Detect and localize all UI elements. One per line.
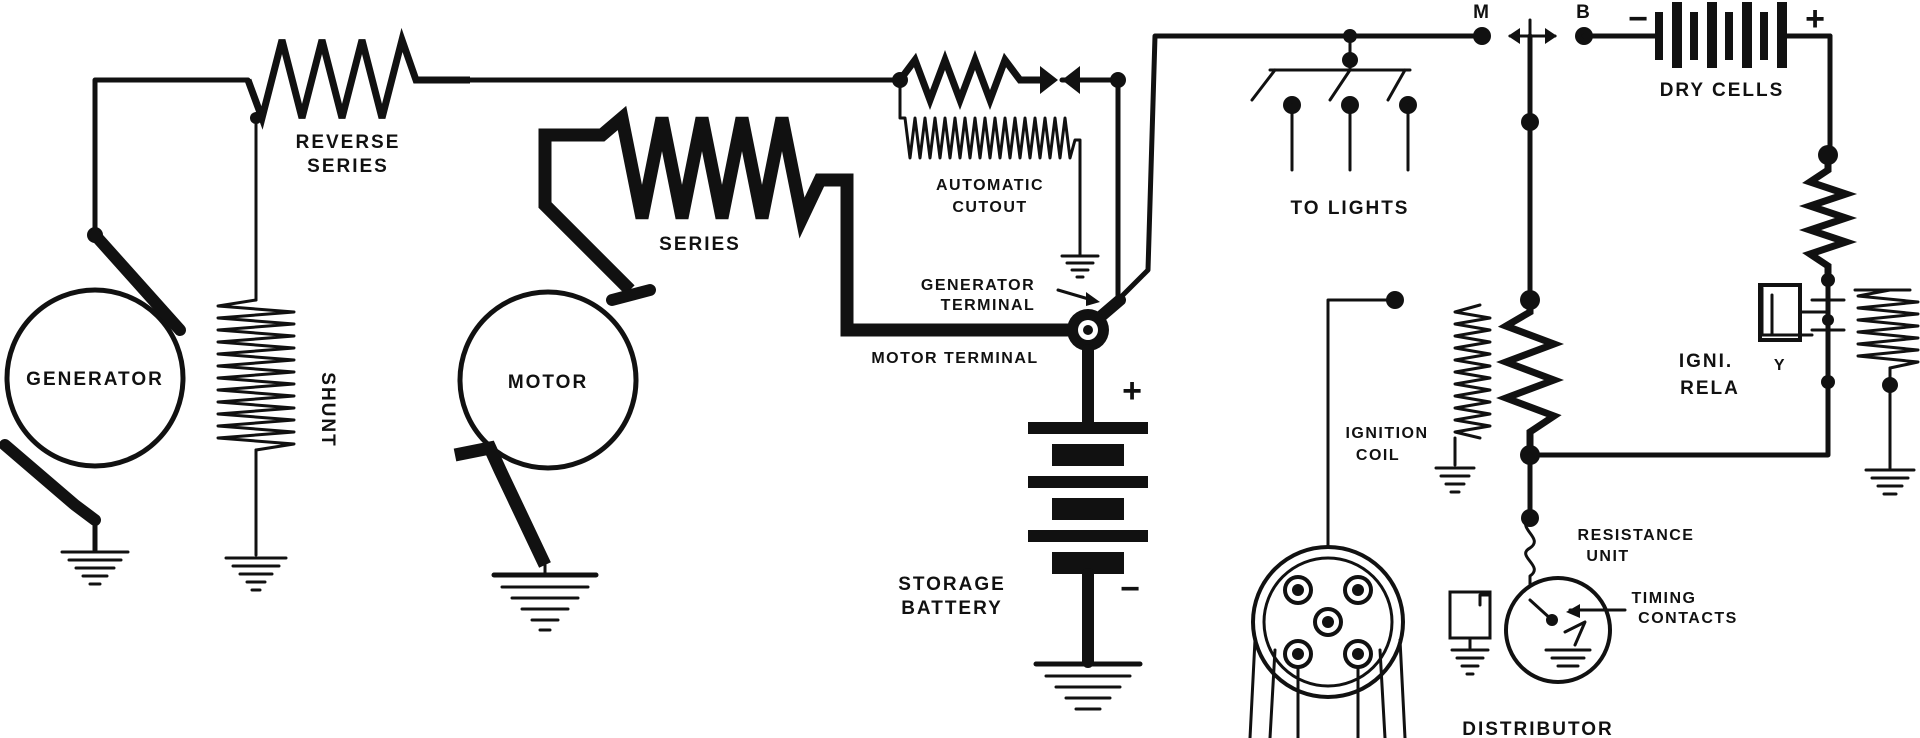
shunt-coil [216, 298, 296, 452]
generator-ground [60, 550, 130, 586]
reverse-label: REVERSE [296, 132, 401, 153]
resistance-label: RESISTANCE [1578, 527, 1695, 544]
relay-ground [1864, 468, 1916, 496]
battery-ground [1033, 661, 1143, 711]
timing-ground [1544, 648, 1592, 668]
condenser-ground [1450, 648, 1490, 676]
timing-circle [1504, 576, 1612, 684]
unit-label: UNIT [1586, 548, 1629, 565]
generator-terminal-label-1: GENERATOR [921, 277, 1035, 294]
ignition-relay: IGNI. RELA Y [1537, 145, 1920, 496]
lights-switch: TO LIGHTS [1250, 29, 1417, 219]
automatic-label: AUTOMATIC [936, 177, 1044, 194]
generator-terminal-label-2: TERMINAL [941, 297, 1036, 314]
shunt-ground [224, 556, 288, 592]
ignition-coil: IGNITION COIL [1326, 33, 1564, 627]
ignition-label: IGNITION [1345, 425, 1428, 442]
ignition-switch: M B [1473, 2, 1593, 122]
dry-cells-label: DRY CELLS [1660, 80, 1785, 101]
motor-label: MOTOR [508, 372, 588, 393]
igni-label: IGNI. [1679, 351, 1733, 372]
cutout-ground [1060, 254, 1100, 279]
generator-circuit: GENERATOR REVERSE SERIES SHUNT [0, 27, 903, 592]
motor-ground [491, 572, 599, 632]
cutout-label: CUTOUT [952, 199, 1027, 216]
battery-plus: + [1122, 372, 1142, 410]
distributor-label: DISTRIBUTOR [1462, 719, 1613, 738]
coil-label: COIL [1356, 447, 1400, 464]
dry-cells: − + DRY CELLS [1581, 0, 1833, 158]
shunt-label: SHUNT [317, 372, 338, 447]
timing-label: TIMING [1632, 590, 1697, 607]
to-lights-label: TO LIGHTS [1291, 198, 1410, 219]
terminals: GENERATOR TERMINAL MOTOR TERMINAL [871, 33, 1485, 367]
ignition-coil-ground [1434, 466, 1476, 494]
generator-label: GENERATOR [26, 369, 164, 390]
reverse-series-coil [244, 27, 470, 130]
resistance-unit: RESISTANCE UNIT TIMING CONTACTS [1448, 516, 1738, 684]
battery-minus: − [1120, 570, 1140, 608]
b-label: B [1576, 2, 1592, 23]
relay-y-label: Y [1774, 357, 1786, 374]
motor-circle [457, 289, 639, 471]
automatic-cutout: AUTOMATIC CUTOUT [892, 50, 1126, 303]
storage-battery: + − STORAGE BATTERY [898, 344, 1148, 711]
series-label: SERIES [659, 234, 741, 255]
motor-terminal-label: MOTOR TERMINAL [871, 350, 1038, 367]
reverse-series-label: SERIES [307, 156, 389, 177]
generator-circle [4, 287, 186, 469]
dry-cells-plus: + [1805, 0, 1825, 38]
dry-cells-minus: − [1628, 0, 1648, 38]
motor-circuit: MOTOR SERIES [453, 105, 1085, 632]
battery-label: BATTERY [901, 598, 1003, 619]
series-coil [538, 105, 1085, 337]
distributor: DISTRIBUTOR [1248, 545, 1613, 738]
rela-label: RELA [1680, 378, 1740, 399]
m-label: M [1473, 2, 1491, 23]
storage-label: STORAGE [898, 574, 1006, 595]
contacts-label: CONTACTS [1638, 610, 1738, 627]
